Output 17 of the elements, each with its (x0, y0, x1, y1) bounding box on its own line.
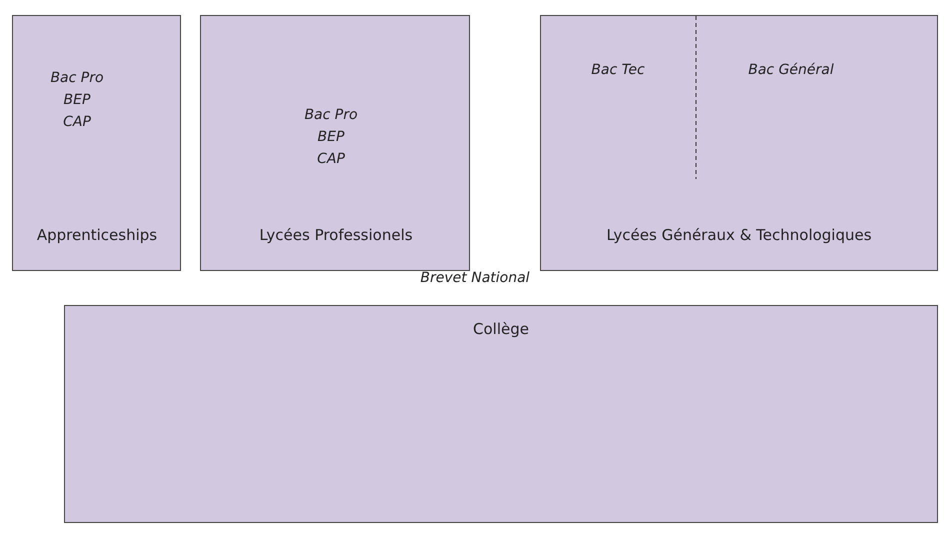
school-label: Lycées Professionels (259, 226, 413, 244)
school-label: Lycées Généraux & Technologiques (606, 226, 872, 244)
qualification-label: Bac Général (748, 61, 834, 79)
qualification-label: CAP (63, 113, 91, 131)
exam-label: Brevet National (420, 270, 530, 286)
school-box (64, 305, 938, 523)
qualification-label: CAP (317, 150, 345, 168)
school-box (12, 15, 181, 271)
qualification-label: Bac Pro (304, 106, 358, 124)
qualification-label: Bac Tec (591, 61, 645, 79)
school-label: Collège (473, 320, 529, 338)
qualification-label: BEP (64, 91, 90, 109)
school-label: Apprenticeships (36, 226, 158, 244)
qualification-label: Bac Pro (50, 69, 104, 87)
school-box (540, 15, 938, 271)
qualification-label: BEP (318, 128, 344, 146)
school-box (200, 15, 470, 271)
